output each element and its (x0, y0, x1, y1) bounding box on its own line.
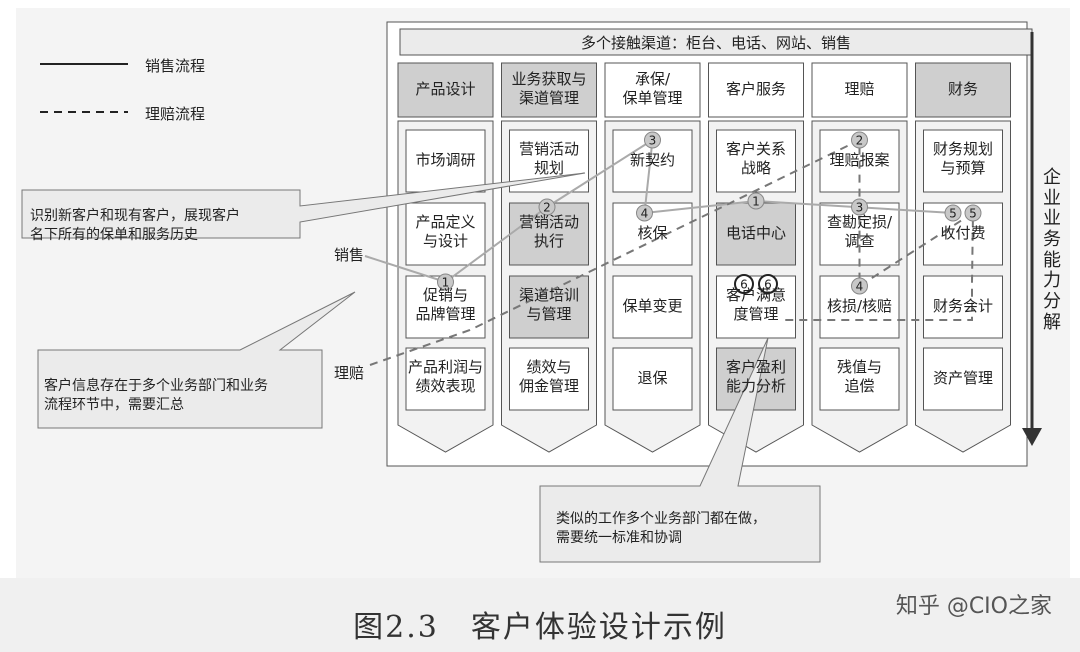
callout-identify-customer (21, 172, 586, 239)
claims-side-label: 理赔 (334, 364, 365, 382)
capability-cell-0-1 (405, 202, 486, 266)
capability-label-4-2: 核损/核赔 (826, 296, 893, 315)
capability-label-5-2: 财务会计 (932, 296, 993, 315)
capability-cell-1-2 (509, 275, 589, 339)
step-marker-2: 3 (644, 131, 661, 149)
capability-label-3-2: 客户满意 度管理 (725, 286, 786, 323)
capability-cell-5-0 (923, 129, 1003, 193)
step-marker-0: 1 (437, 273, 454, 291)
capability-cell-2-2 (612, 275, 693, 339)
step-marker-label-9: 4 (856, 280, 864, 294)
step-marker-label-7: 2 (856, 134, 864, 148)
capability-cell-0-0 (405, 129, 486, 193)
capability-cell-0-3 (405, 347, 486, 411)
step-marker-6: 6 (758, 274, 778, 294)
step-marker-9: 4 (851, 277, 868, 295)
capability-label-1-1: 营销活动 执行 (518, 213, 579, 250)
step-marker-label-2: 3 (649, 134, 657, 148)
capability-label-2-0: 新契约 (629, 150, 675, 169)
column-header-label-1: 业务获取与 渠道管理 (511, 70, 587, 107)
sales-side-label: 销售 (334, 246, 365, 264)
capability-label-1-2: 渠道培训 与管理 (518, 286, 579, 323)
capability-label-0-1: 产品定义 与设计 (415, 213, 476, 250)
callout-customer-info-text: 客户信息存在于多个业务部门和业务 流程环节中，需要汇总 (44, 378, 268, 413)
column-header-label-3: 客户服务 (725, 80, 786, 98)
column-header-label-2: 承保/ 保单管理 (622, 70, 683, 107)
capability-cell-4-3 (819, 347, 900, 411)
capability-label-5-0: 财务规划 与预算 (932, 140, 993, 177)
column-header-1 (501, 62, 597, 118)
step-marker-10: 5 (944, 204, 962, 222)
capability-cell-2-3 (612, 347, 693, 411)
step-marker-5: 6 (734, 274, 754, 294)
watermark: 知乎 @CIO之家 (895, 594, 1052, 619)
column-header-4 (811, 62, 908, 118)
capability-cell-5-3 (923, 347, 1003, 411)
column-header-label-4: 理赔 (844, 80, 875, 98)
step-marker-8: 3 (851, 198, 868, 216)
capability-label-4-0: 理赔报案 (829, 150, 890, 169)
legend-sales-label: 销售流程 (145, 57, 206, 75)
capability-label-2-3: 退保 (637, 368, 668, 387)
capability-label-0-0: 市场调研 (415, 150, 476, 169)
capability-label-4-1: 查勘定损/ 调查 (826, 213, 893, 250)
channels-bar-label: 多个接触渠道：柜台、电话、网站、销售 (580, 34, 851, 52)
caption-background (0, 578, 1080, 652)
figure-caption: 图2.3 客户体验设计示例 (353, 610, 727, 645)
callout-standardize-text: 类似的工作多个业务部门都在做， 需要统一标准和协调 (556, 511, 766, 546)
capability-label-5-3: 资产管理 (932, 368, 993, 387)
capability-decomposition-label: 企业业务能力分解 (1043, 167, 1061, 333)
callout-identify-customer-text: 识别新客户和现有客户，展现客户 名下所有的保单和服务历史 (30, 208, 240, 243)
step-marker-label-10: 5 (949, 207, 957, 221)
capability-label-2-2: 保单变更 (622, 296, 683, 315)
step-marker-1: 2 (538, 198, 556, 216)
column-header-0 (397, 62, 494, 118)
legend-claims-label: 理赔流程 (145, 105, 206, 123)
capability-label-0-3: 产品利润与 绩效表现 (407, 358, 483, 395)
capability-cell-5-1 (923, 202, 1003, 266)
capability-label-5-1: 收付费 (940, 223, 986, 242)
capability-label-1-0: 营销活动 规划 (518, 140, 579, 177)
column-header-label-0: 产品设计 (415, 80, 476, 98)
capability-cell-5-2 (923, 275, 1003, 339)
step-marker-7: 2 (851, 131, 868, 149)
step-marker-label-8: 3 (856, 201, 864, 215)
column-header-2 (604, 62, 701, 118)
capability-label-4-3: 残值与 追偿 (836, 358, 882, 395)
capability-label-3-3: 客户盈利 能力分析 (725, 358, 786, 395)
decomposition-arrow-head (1022, 428, 1042, 446)
column-header-5 (915, 62, 1011, 118)
capability-cell-3-0 (716, 129, 796, 193)
step-marker-label-11: 5 (969, 207, 977, 221)
capability-label-2-1: 核保 (637, 223, 668, 242)
callout-standardize (539, 337, 821, 563)
step-marker-label-6: 6 (764, 278, 772, 292)
capability-label-1-3: 绩效与 佣金管理 (518, 358, 579, 395)
step-marker-11: 5 (964, 204, 982, 222)
capability-cell-3-2 (716, 275, 796, 339)
capability-cell-1-3 (509, 347, 589, 411)
capability-label-0-2: 促销与 品牌管理 (415, 286, 476, 323)
capability-label-3-1: 电话中心 (725, 223, 786, 242)
step-marker-label-5: 6 (740, 278, 748, 292)
step-marker-4: 1 (747, 192, 765, 210)
step-marker-label-0: 1 (442, 276, 450, 290)
capability-label-3-0: 客户关系 战略 (725, 140, 786, 177)
column-header-label-5: 财务 (947, 80, 978, 98)
step-marker-label-3: 4 (641, 207, 649, 221)
column-header-3 (708, 62, 804, 118)
step-marker-label-4: 1 (752, 195, 760, 209)
callout-customer-info (37, 291, 356, 429)
step-marker-3: 4 (636, 204, 653, 222)
step-marker-label-1: 2 (543, 201, 551, 215)
claims-flow-line (369, 138, 975, 366)
